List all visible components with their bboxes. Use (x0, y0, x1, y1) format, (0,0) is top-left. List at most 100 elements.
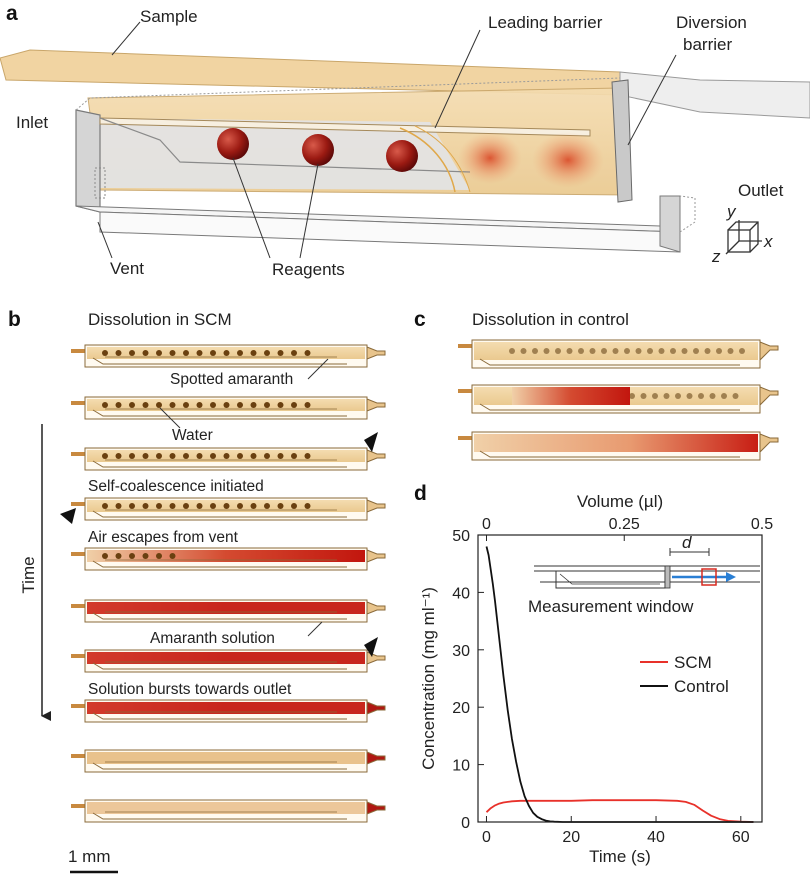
inlet-stub (71, 654, 87, 658)
panel-c-title: Dissolution in control (472, 310, 629, 329)
outlet-wall (659, 195, 681, 253)
reagent-dot (291, 503, 297, 509)
outlet-connector (366, 449, 386, 463)
annot-amaranth-solution: Amaranth solution (150, 630, 275, 647)
channel-trough (92, 409, 347, 417)
axis-z-label: z (711, 247, 721, 266)
label-vent: Vent (110, 259, 144, 278)
label-outlet: Outlet (738, 181, 784, 200)
sample-band (0, 49, 621, 96)
panel-a-leaders (97, 21, 677, 259)
c-snapshot-3 (458, 431, 779, 461)
outlet-tube (619, 71, 810, 119)
reagent-dot (277, 453, 284, 459)
reagent-dot (183, 503, 189, 509)
b-snapshot-5 (71, 547, 386, 571)
annot-amaranth-leader (307, 621, 323, 637)
reagent-dot (129, 453, 135, 459)
b-snapshot-8 (71, 699, 386, 723)
reagent-dot (532, 348, 538, 354)
reagent-dot (102, 350, 108, 356)
reagent-dot (210, 453, 216, 459)
reagent-dot (237, 503, 243, 509)
axes-cube (725, 220, 762, 255)
channel-trough (479, 358, 740, 366)
inlet-stub (71, 604, 87, 608)
reagent-dot (589, 348, 596, 354)
reagent-dot (601, 348, 607, 354)
reagent-dot (223, 350, 230, 356)
reagent-dot (196, 350, 203, 356)
reagent-dot (223, 503, 230, 509)
reagent-dot (169, 350, 176, 356)
reagent-dot (169, 453, 176, 459)
reagent-dot (129, 350, 135, 356)
annot-air-escapes: Air escapes from vent (88, 529, 239, 546)
label-diversion-1: Diversion (676, 13, 747, 32)
label-inlet: Inlet (16, 113, 48, 132)
reagent-dot (543, 348, 550, 354)
top-tick-label-0: 0 (482, 516, 491, 533)
panel-c-letter: c (414, 308, 426, 331)
reagent-dot (277, 350, 284, 356)
reagent-dot (115, 402, 122, 408)
reagent-dot (721, 393, 727, 399)
inset-guide (559, 573, 660, 585)
reagent-dot (129, 402, 135, 408)
reagent-dot (142, 553, 149, 559)
vent-leader (97, 221, 113, 259)
reagent-dot (142, 453, 149, 459)
y-tick-label-40: 40 (452, 585, 470, 602)
reagent-dot (169, 503, 176, 509)
outlet-connector (759, 433, 779, 454)
meniscus-1 (399, 127, 456, 193)
reagent-dot (566, 348, 573, 354)
reagent-dot (681, 348, 688, 354)
reagent-dot (663, 393, 670, 399)
outlet-connector (366, 651, 386, 665)
b-snapshot-10 (71, 799, 386, 823)
dissolved-blob-2 (532, 132, 604, 188)
reagent-dot (304, 453, 311, 459)
diversion-barrier-leader (627, 54, 677, 146)
channel-trough (92, 510, 347, 518)
b-snapshot-3 (71, 447, 386, 471)
sample-leader (111, 21, 141, 56)
reagent-dot (102, 503, 108, 509)
reagent-dot (291, 350, 297, 356)
outlet-connector (759, 386, 779, 407)
reagent-dot (115, 553, 122, 559)
reagent-bead-1 (217, 128, 249, 160)
inner-guide (99, 117, 471, 173)
x-tick-label-20: 20 (562, 829, 580, 846)
reagent-dot (250, 503, 257, 509)
inlet-stub (71, 704, 87, 708)
channel-trough (92, 357, 347, 365)
reagent-dot (129, 553, 135, 559)
b-snapshot-2 (71, 396, 386, 420)
y-tick-label-20: 20 (452, 700, 470, 717)
reagent-dot (156, 350, 162, 356)
channel-fill (87, 802, 365, 814)
axis-z-line (725, 240, 740, 255)
flow-arrow-head (726, 572, 736, 582)
reagent-dot (629, 393, 635, 399)
reagent-dot (555, 348, 561, 354)
x-tick-label-40: 40 (647, 829, 665, 846)
inlet-stub (71, 401, 87, 405)
channel-trough (92, 712, 347, 720)
channel-fill (87, 550, 365, 562)
outlet-connector (366, 751, 386, 765)
channel-fill (87, 652, 365, 664)
reagent-dot (237, 453, 243, 459)
x-tick-label-60: 60 (732, 829, 750, 846)
top-tick-label-1: 0.25 (609, 516, 640, 533)
outlet-connector (366, 499, 386, 513)
scale-bar-label: 1 mm (68, 847, 111, 866)
inlet-stub (71, 349, 87, 353)
reagent-leader-1 (232, 157, 271, 259)
y-tick-label-50: 50 (452, 528, 470, 545)
reagent-dot (612, 348, 619, 354)
inlet-stub (71, 754, 87, 758)
label-sample: Sample (140, 7, 198, 26)
